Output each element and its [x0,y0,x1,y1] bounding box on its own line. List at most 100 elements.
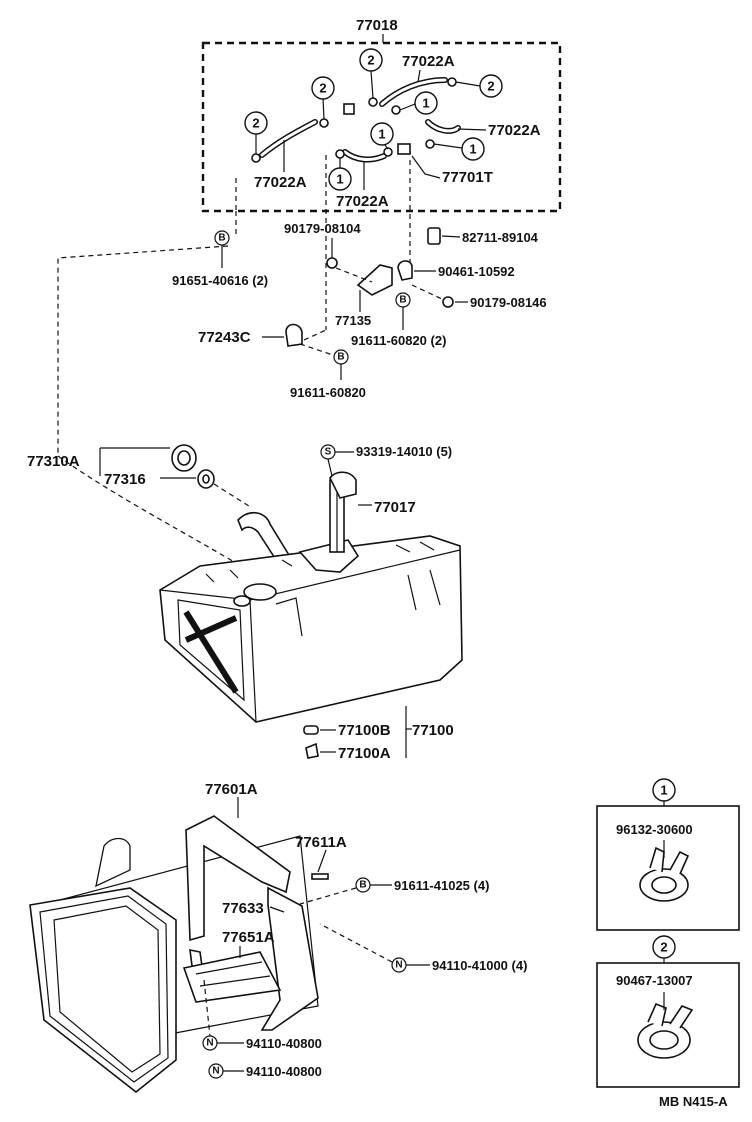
clip-detail-1: 1 96132-30600 [596,778,740,931]
label-77316: 77316 [104,471,146,488]
svg-text:S: S [325,447,332,458]
svg-text:2: 2 [367,53,374,68]
callout-1: 1 [414,91,438,115]
tank-end-panel [177,599,245,702]
label-77022a-bottom: 77022A [336,193,389,210]
bolt-symbol-b: B [333,349,349,365]
label-91651-40616: 91651-40616 (2) [172,273,268,288]
strap-end [189,948,203,967]
bolt-77611a [311,873,329,880]
sender-head [329,471,357,499]
svg-text:1: 1 [469,142,476,157]
diagram-code: MB N415-A [659,1094,728,1109]
fuel-cap-77310a [171,444,197,472]
svg-text:2: 2 [252,116,259,131]
label-91611-60820-2: 91611-60820 (2) [351,333,446,348]
svg-text:1: 1 [336,172,343,187]
label-91611-60820: 91611-60820 [290,385,366,400]
drain-plug-77100b [303,725,319,735]
label-77100a: 77100A [338,745,391,762]
label-77017: 77017 [374,499,416,516]
callout-2: 2 [244,111,268,135]
label-90179-08146: 90179-08146 [470,295,547,310]
label-82711-89104: 82711-89104 [462,230,539,245]
tank-end-frame [29,887,177,1094]
bracket-77135 [356,264,393,296]
clip-small [391,105,401,115]
label-77611a: 77611A [295,834,347,851]
svg-text:N: N [212,1066,219,1077]
label-77022a-left: 77022A [254,174,307,191]
tank-end-rib [183,610,239,694]
cushion-77651a [182,951,282,1003]
callout-1: 1 [328,167,352,191]
callout-1: 1 [461,137,485,161]
clip-90179-08146 [442,296,454,308]
clip-82711 [427,227,441,245]
label-94110-40800-a: 94110-40800 [246,1036,322,1051]
svg-text:90467-13007: 90467-13007 [616,973,693,988]
nut-symbol-n: N [208,1063,224,1079]
clip-small [319,118,329,128]
svg-text:1: 1 [422,96,429,111]
label-77651a: 77651A [222,929,275,946]
label-94110-41000: 94110-41000 (4) [432,958,527,973]
protector-77243c [285,323,303,347]
label-77018: 77018 [356,17,398,34]
svg-text:B: B [399,295,406,306]
svg-text:B: B [359,880,366,891]
callout-1: 1 [370,122,394,146]
label-94110-40800-b: 94110-40800 [246,1064,322,1079]
label-90461-10592: 90461-10592 [438,264,515,279]
fuel-tank-body [159,535,463,723]
svg-text:B: B [218,233,225,244]
clip-small [335,149,345,159]
nut-symbol-n: N [391,957,407,973]
clip-small [425,139,435,149]
clip-detail-2: 2 90467-13007 [596,935,740,1088]
vent-port [233,595,251,607]
callout-2: 2 [311,76,335,100]
svg-text:1: 1 [378,127,385,142]
label-77022a-top: 77022A [402,53,455,70]
clip-small [447,77,457,87]
label-77701t: 77701T [442,169,493,186]
svg-text:B: B [337,352,344,363]
label-90179-08104: 90179-08104 [284,221,361,236]
label-91611-41025: 91611-41025 (4) [394,878,489,893]
bolt-symbol-b: B [214,230,230,246]
svg-text:1: 1 [660,783,667,798]
clip-small [383,147,393,157]
label-77243c: 77243C [198,329,251,346]
tank-outline-faint [95,837,131,888]
hose-assembly-boundary-box [201,41,562,213]
svg-text:2: 2 [319,81,326,96]
svg-text:2: 2 [660,940,667,955]
label-77100: 77100 [412,722,454,739]
svg-text:N: N [206,1038,213,1049]
svg-text:N: N [395,960,402,971]
clip-90179-08104 [326,257,338,269]
clamp-90461 [397,260,413,281]
label-77633: 77633 [222,900,264,917]
svg-text:2: 2 [487,79,494,94]
clip-small [368,97,378,107]
callout-2: 2 [359,48,383,72]
label-93319-14010: 93319-14010 (5) [356,444,452,459]
filler-port [243,583,277,601]
label-77601a: 77601A [205,781,258,798]
clip-small [251,153,261,163]
gasket-77316 [197,469,215,489]
valve-body [397,143,411,155]
label-77310a: 77310A [27,453,80,470]
screw-symbol-s: S [320,444,336,460]
tank-strap-77601a [185,815,291,942]
tee-fitting [343,103,355,115]
nut-symbol-n: N [202,1035,218,1051]
bolt-symbol-b: B [395,292,411,308]
bolt-symbol-b: B [355,877,371,893]
label-77022a-right: 77022A [488,122,541,139]
drain-plug-77100a [305,742,319,759]
